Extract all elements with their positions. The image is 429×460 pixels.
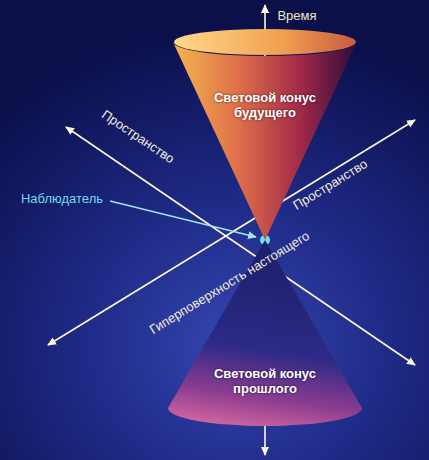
cone-label: Световой конус прошлого [203, 366, 327, 396]
axis-label: Время [277, 8, 316, 23]
cone-label: Световой конус будущего [203, 90, 327, 120]
axis-label: Пространство [290, 156, 370, 213]
cone-shape [173, 28, 357, 242]
cone-rim [174, 29, 356, 55]
observer-label: Наблюдатель [21, 191, 103, 206]
leader-line [110, 201, 256, 237]
cone-body [173, 42, 357, 240]
light-cone: Световой конус будущего [173, 28, 357, 242]
